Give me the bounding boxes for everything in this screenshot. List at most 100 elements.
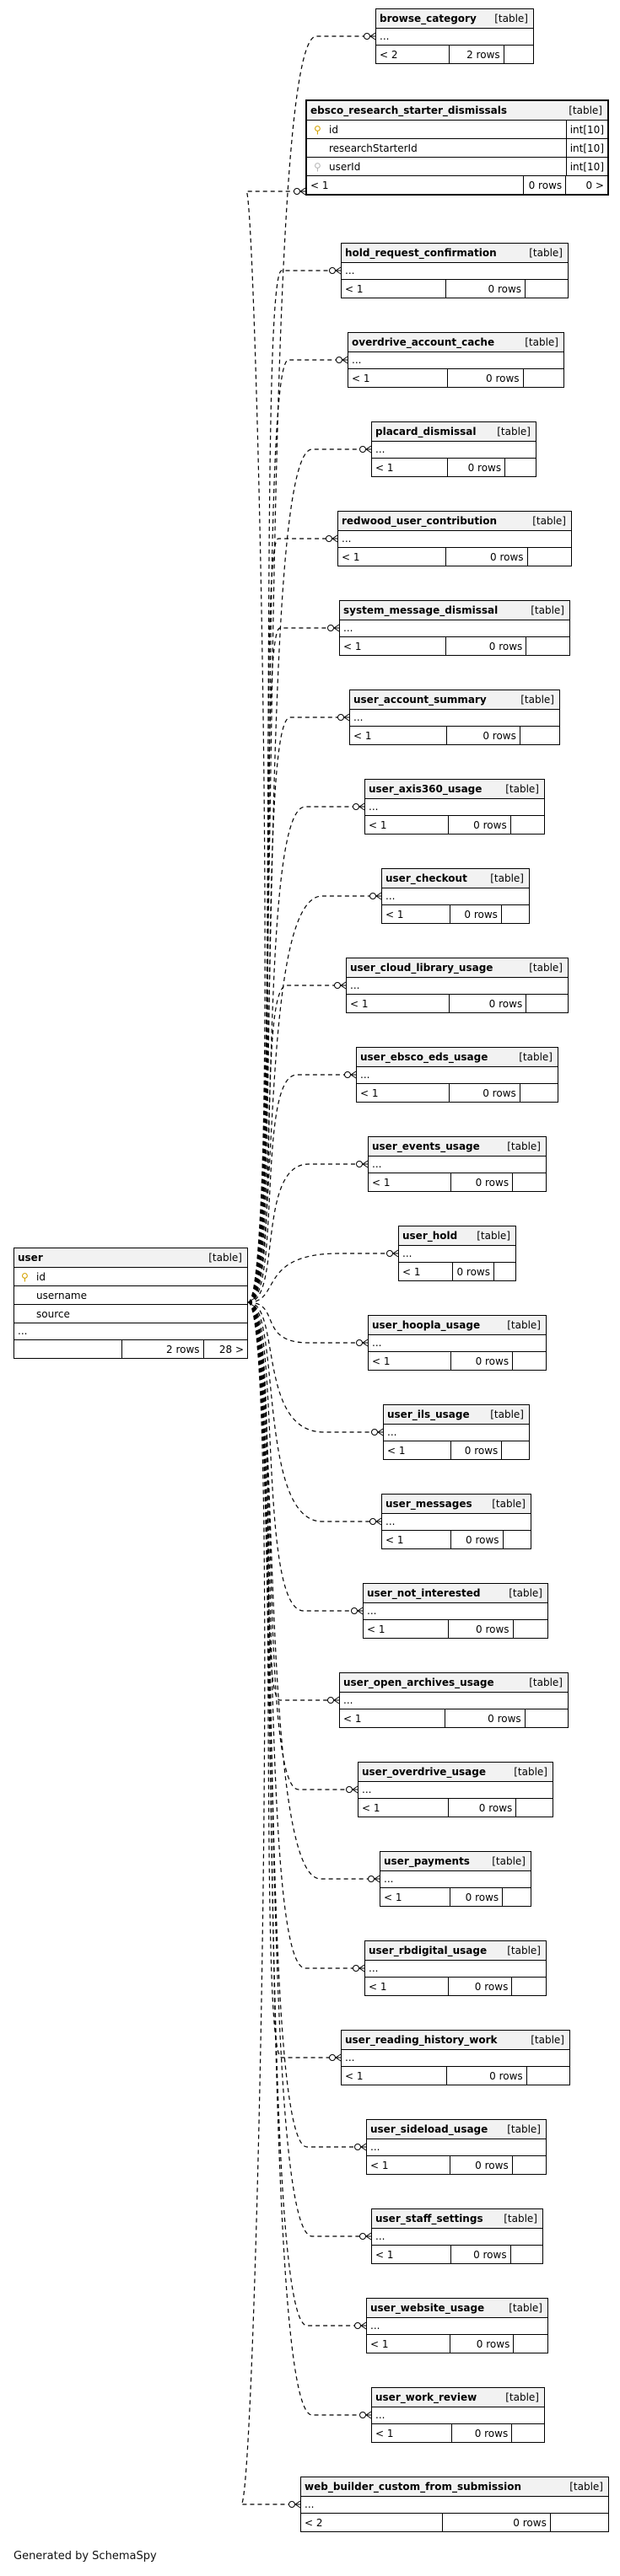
- parents-count: < 1: [369, 1981, 387, 1993]
- parents-count: < 1: [370, 2338, 389, 2350]
- children-count: [515, 1799, 553, 1817]
- edge-user-account-summary: [247, 713, 350, 1303]
- table-ebsco-research-starter-dismissals[interactable]: ebsco_research_starter_dismissals [table…: [305, 99, 609, 196]
- table-header: web_builder_custom_from_submission[table…: [301, 2477, 608, 2496]
- table-name: user_ils_usage: [387, 1409, 470, 1420]
- parents-count: < 1: [353, 730, 372, 742]
- parents-count: < 2: [380, 49, 398, 61]
- more-columns: ...: [380, 1870, 531, 1887]
- row-count: 0 rows: [450, 2424, 511, 2442]
- table-name: user_hold: [402, 1230, 458, 1242]
- children-count: [512, 1352, 546, 1370]
- table-header: user_cloud_library_usage[table]: [347, 958, 568, 977]
- table-name: user_account_summary: [353, 694, 487, 706]
- edge-browse-category: [247, 32, 376, 1303]
- row-count: 0 rows: [447, 459, 504, 476]
- more-columns: ...: [372, 2407, 544, 2423]
- table-name: user_staff_settings: [375, 2213, 483, 2224]
- table-user[interactable]: user [table] ⚲ id username source ... 2 …: [13, 1248, 248, 1359]
- table-footer: < 1 0 rows 0 >: [307, 175, 607, 194]
- more-columns: ...: [367, 2317, 547, 2334]
- column-name: id: [36, 1271, 46, 1283]
- parents-count: < 1: [387, 1445, 406, 1457]
- edge-user-work-review: [247, 1301, 372, 2419]
- parents-count: < 1: [369, 819, 387, 831]
- parents-count: < 1: [385, 909, 404, 920]
- children-count: [511, 2156, 546, 2174]
- row-count: 0 rows: [446, 727, 520, 744]
- parents-count: < 1: [345, 2070, 364, 2082]
- more-columns: ...: [14, 1323, 247, 1339]
- column-row: username: [14, 1285, 247, 1304]
- table-kind: [table]: [569, 2481, 603, 2493]
- children-count: [519, 727, 559, 744]
- table-name: browse_category: [380, 13, 477, 24]
- children-count: [524, 1709, 568, 1727]
- edge-hold-request-confirmation: [247, 266, 342, 1303]
- table-header: user_work_review[table]: [372, 2388, 544, 2407]
- children-count: 28 >: [202, 1340, 247, 1358]
- table-footer: < 1 0 rows: [384, 1441, 529, 1459]
- column-row: ⚲ id: [14, 1267, 247, 1285]
- row-count: 0 rows: [449, 1084, 519, 1102]
- more-columns: ...: [382, 1513, 531, 1530]
- children-count: [503, 46, 533, 63]
- generated-by-label: Generated by SchemaSpy: [13, 2550, 157, 2563]
- children-count: [526, 995, 568, 1012]
- table-web-builder-custom-from-submission[interactable]: web_builder_custom_from_submission[table…: [300, 2477, 609, 2532]
- table-header: user [table]: [14, 1248, 247, 1267]
- row-count: 0 rows: [445, 1709, 525, 1727]
- table-name: user_axis360_usage: [369, 783, 483, 795]
- parents-count: < 1: [375, 2249, 394, 2261]
- parents-count: < 1: [310, 180, 329, 191]
- table-kind: [table]: [507, 1945, 541, 1956]
- column-type: int[10]: [565, 121, 604, 138]
- edge-user-payments: [247, 1301, 380, 1883]
- row-count: 0 rows: [450, 2335, 513, 2353]
- table-name: user_open_archives_usage: [343, 1677, 494, 1688]
- foreign-key-icon: ⚲: [314, 161, 321, 173]
- row-count: 0 rows: [448, 1978, 511, 1995]
- table-header: user_checkout[table]: [382, 869, 529, 888]
- row-count: 0 rows: [450, 1441, 501, 1459]
- children-count: [512, 1173, 546, 1191]
- column-row: ⚲ userId int[10]: [307, 157, 607, 175]
- table-kind: [table]: [477, 1230, 510, 1242]
- more-columns: ...: [357, 1066, 558, 1083]
- edge-user-checkout: [247, 892, 382, 1303]
- row-count: 0 rows: [447, 816, 510, 834]
- table-name: user_checkout: [385, 872, 467, 884]
